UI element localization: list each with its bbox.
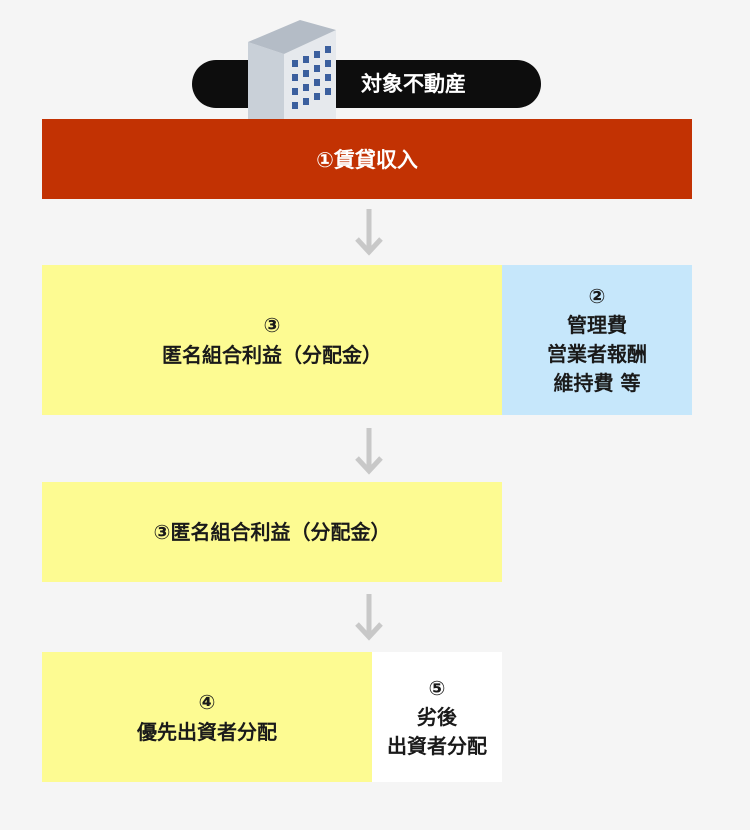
investment-profit-box: ③ 匿名組合利益（分配金）: [42, 265, 502, 415]
property-header-pill: 対象不動産: [192, 60, 541, 108]
property-header-label: 対象不動産: [361, 72, 466, 96]
costs-line-management-fee: 管理費: [567, 313, 627, 337]
arrow-down-icon: [355, 428, 383, 475]
investment-profit-label: 匿名組合利益（分配金）: [162, 343, 382, 367]
distribution-box: ③匿名組合利益（分配金）: [42, 482, 502, 582]
step-number-2: ②: [588, 284, 606, 308]
subordinate-line-1: 劣後: [417, 704, 457, 729]
rental-income-label: ①賃貸収入: [316, 148, 418, 172]
costs-line-maintenance: 維持費 等: [553, 371, 641, 395]
subordinate-investor-box: ⑤ 劣後 出資者分配: [372, 652, 502, 782]
arrow-down-icon: [355, 209, 383, 256]
building-icon: [248, 20, 336, 120]
step-number-4: ④: [198, 690, 216, 714]
subordinate-line-2: 出資者分配: [387, 733, 487, 758]
step-number-3: ③: [263, 313, 281, 337]
step-number-5: ⑤: [428, 675, 446, 700]
costs-box: ② 管理費 営業者報酬 維持費 等: [502, 265, 692, 415]
costs-line-operator-fee: 営業者報酬: [547, 342, 647, 366]
rental-income-bar: ①賃貸収入: [42, 119, 692, 199]
arrow-down-icon: [355, 594, 383, 641]
distribution-label: ③匿名組合利益（分配金）: [153, 520, 391, 544]
senior-investor-box: ④ 優先出資者分配: [42, 652, 372, 782]
senior-investor-label: 優先出資者分配: [137, 720, 277, 744]
